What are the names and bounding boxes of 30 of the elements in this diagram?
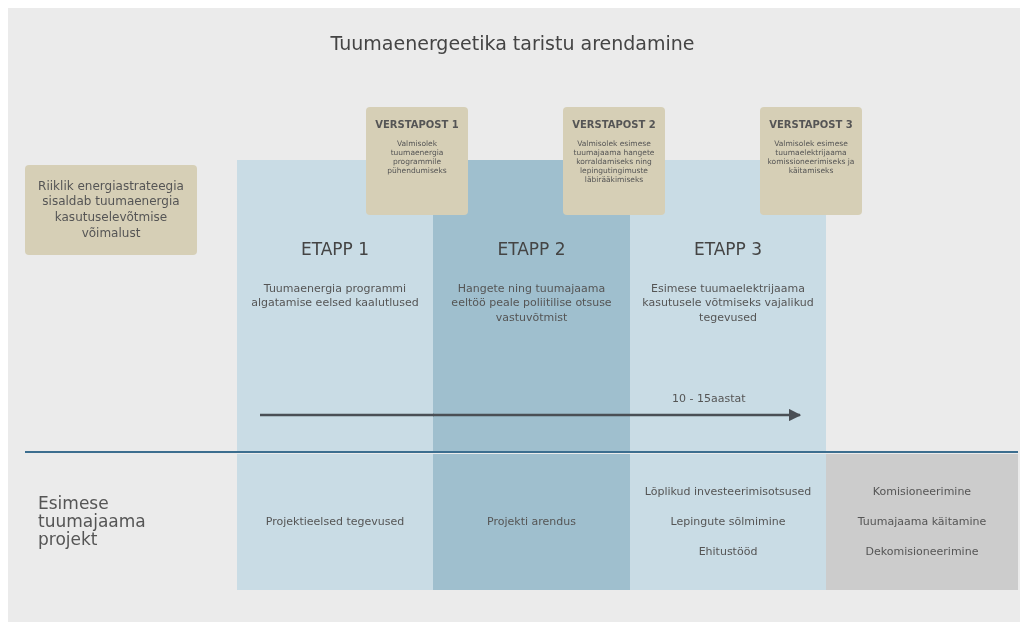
description-text: Esimese tuumaelektrijaama kasutusele võtmiseks vajalikud tegevused [641, 282, 815, 325]
description-text: Riiklik energiastrateegia sisaldab tuumaenergia kasutuselevõtmise võimalust [37, 178, 185, 242]
milestone-heading: VERSTAPOST 3 [769, 119, 853, 131]
activity-text: Lepingute sõlmimine [670, 514, 786, 530]
activity-cell [630, 454, 826, 590]
stage-heading: ETAPP 2 [497, 238, 566, 261]
activity-cell [433, 454, 630, 590]
description-text: Hangete ning tuumajaama eeltöö peale poliitilise otsuse vastuvõtmist [450, 282, 613, 325]
activity-text: Ehitustööd [698, 545, 758, 560]
activity-text: Projektieelsed tegevused [265, 514, 405, 530]
strategy-box [25, 165, 197, 255]
milestone-box [563, 107, 665, 215]
activity-cell [237, 454, 433, 590]
milestone-heading: VERSTAPOST 1 [375, 119, 459, 131]
activity-text: Projekti arendus [487, 514, 576, 530]
stage-heading: ETAPP 1 [300, 238, 370, 261]
arrow [433, 408, 802, 422]
stage-heading: ETAPP 3 [693, 238, 763, 261]
activity-text: Lõplikud investeerimisotsused [644, 484, 812, 499]
edge-label: 10 - 15aastat [672, 392, 746, 405]
activity-text: Tuumajaama käitamine [857, 514, 987, 530]
activity-text: Komisioneerimine [872, 484, 972, 499]
milestone-box [760, 107, 862, 215]
row-heading: Esimese tuumajaama projekt [38, 495, 147, 549]
activity-text: Dekomisioneerimine [865, 545, 979, 560]
activity-cell [826, 454, 1018, 590]
milestone-heading: VERSTAPOST 2 [572, 119, 656, 131]
description-text: Tuumaenergia programmi algatamise eelsed kaalutlused [250, 282, 420, 311]
title: Tuumaenergeetika taristu arendamine [329, 32, 696, 54]
milestone-box [366, 107, 468, 215]
